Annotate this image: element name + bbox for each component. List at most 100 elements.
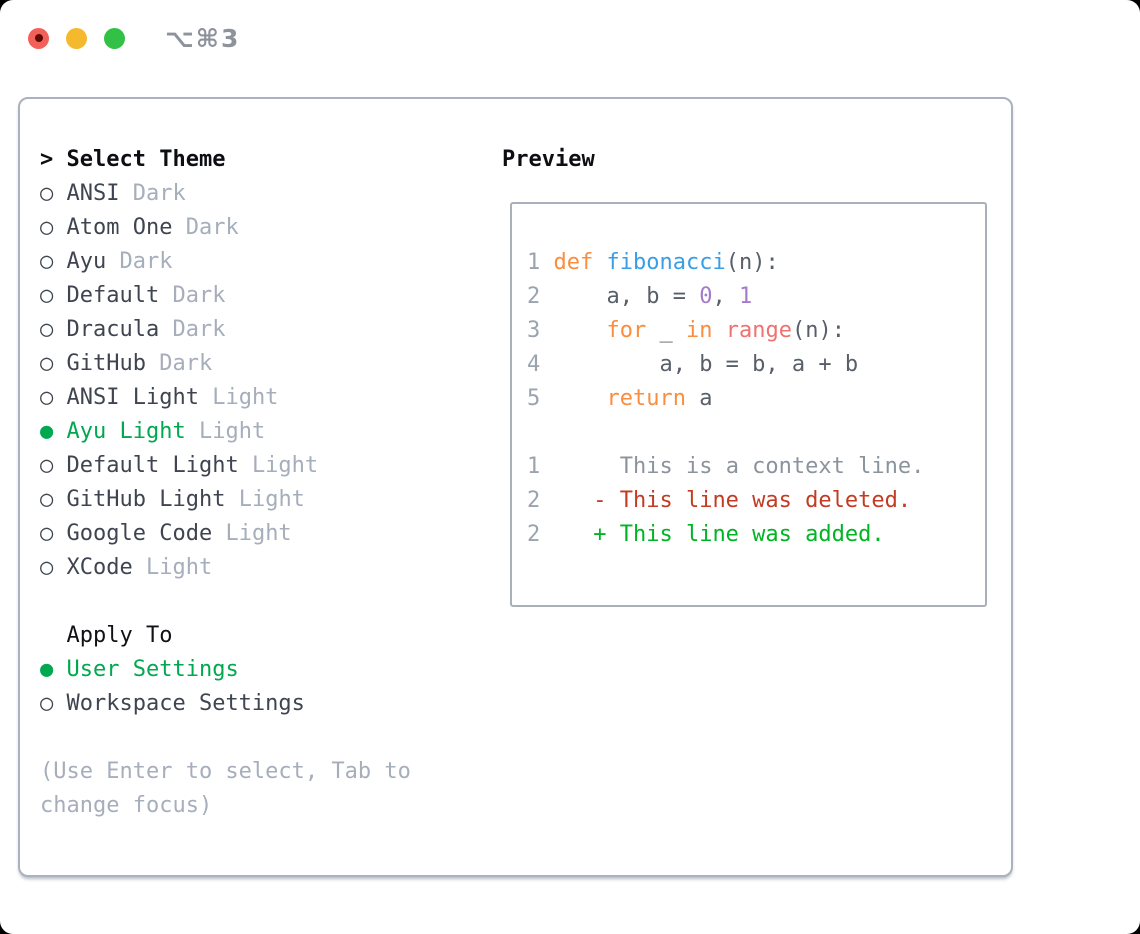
spacer [40,585,411,619]
theme-name: Google Code [66,521,213,546]
code-token: def [553,250,594,275]
radio-icon: ○ [40,487,54,512]
radio-icon: ○ [40,691,54,716]
code-token: 2 [527,284,541,309]
theme-list: ○ ANSI Dark○ Atom One Dark○ Ayu Dark○ De… [40,177,411,585]
theme-name: ANSI [66,181,120,206]
theme-option-default[interactable]: ○ Default Dark [40,279,411,313]
theme-option-ansi[interactable]: ○ ANSI Dark [40,177,411,211]
theme-option-ayu-light[interactable]: ● Ayu Light Light [40,415,411,449]
code-token [540,250,553,275]
theme-option-ayu[interactable]: ○ Ayu Dark [40,245,411,279]
theme-variant-tag: Dark [185,215,239,240]
theme-option-ansi-light[interactable]: ○ ANSI Light Light [40,381,411,415]
select-theme-header: > Select Theme [40,143,411,177]
prompt-caret-icon: > [40,147,67,172]
code-token: 4 [527,352,541,377]
theme-variant-tag: Light [238,487,305,512]
window-title: ⌥⌘3 [165,23,241,53]
preview-code-line-2: 2 a, b = 0, 1 [527,280,985,314]
preview-title: Preview [502,147,595,172]
preview-code-line-8: 2 - This line was deleted. [527,484,985,518]
close-button[interactable] [28,27,49,49]
theme-name: Atom One [66,215,173,240]
titlebar: ⌥⌘3 [28,23,241,53]
theme-name: Default Light [66,453,239,478]
theme-variant-tag: Light [198,419,266,444]
code-token: 1 [738,284,753,309]
theme-variant-tag: Light [251,453,319,478]
radio-icon: ○ [40,317,54,342]
radio-icon: ○ [40,181,54,206]
code-token: 2 [527,522,541,547]
preview-code-line-6 [527,416,985,450]
theme-option-atom-one[interactable]: ○ Atom One Dark [40,211,411,245]
preview-code-line-1: 1 def fibonacci(n): [527,246,985,280]
apply-to-list: ● User Settings○ Workspace Settings [40,653,411,721]
radio-icon: ○ [40,283,54,308]
theme-name: Ayu [66,249,107,274]
theme-name: GitHub Light [66,487,226,512]
code-token [712,318,725,343]
code-token: fibonacci [606,250,726,275]
theme-option-default-light[interactable]: ○ Default Light Light [40,449,411,483]
theme-option-google-code[interactable]: ○ Google Code Light [40,517,411,551]
preview-code-line-9: 2 + This line was added. [527,518,985,552]
theme-name: Ayu Light [66,419,186,444]
code-token: 1 [527,454,541,479]
code-token: range [725,318,792,343]
theme-name: XCode [66,555,133,580]
radio-icon: ○ [40,351,54,376]
code-token: 1 [527,250,541,275]
theme-name: ANSI Light [66,385,199,410]
code-token [540,488,593,513]
theme-variant-tag: Light [225,521,292,546]
apply-option-label: Workspace Settings [66,691,305,716]
theme-option-dracula[interactable]: ○ Dracula Dark [40,313,411,347]
code-token: a, b = [540,284,700,309]
radio-icon: ○ [40,249,54,274]
apply-to-header: Apply To [66,623,173,648]
select-theme-title: Select Theme [66,147,226,172]
theme-variant-tag: Dark [172,283,226,308]
theme-variant-tag: Dark [119,249,173,274]
apply-option-user-settings[interactable]: ● User Settings [40,653,411,687]
code-token: return [606,386,686,411]
code-token: for [606,318,647,343]
code-token [540,318,606,343]
preview-code-line-3: 3 for _ in range(n): [527,314,985,348]
theme-name: Default [66,283,160,308]
radio-selected-icon: ● [40,657,54,682]
code-token: 0 [699,284,713,309]
theme-variant-tag: Light [212,385,279,410]
theme-name: Dracula [66,317,160,342]
theme-option-xcode[interactable]: ○ XCode Light [40,551,411,585]
code-token: + This line was added. [593,522,885,547]
radio-icon: ○ [40,453,54,478]
minimize-button[interactable] [66,27,87,49]
theme-option-github[interactable]: ○ GitHub Dark [40,347,411,381]
code-token [540,386,606,411]
code-token [540,454,619,479]
radio-icon: ○ [40,521,54,546]
radio-selected-icon: ● [40,419,54,444]
code-token: 2 [527,488,541,513]
code-token: (n): [725,250,779,275]
code-token [540,522,593,547]
zoom-button[interactable] [104,27,125,49]
code-token: _ [646,318,686,343]
preview-code-line-4: 4 a, b = b, a + b [527,348,985,382]
theme-variant-tag: Dark [132,181,186,206]
preview-code-line-7: 1 This is a context line. [527,450,985,484]
theme-option-github-light[interactable]: ○ GitHub Light Light [40,483,411,517]
code-token: , [712,284,739,309]
apply-option-label: User Settings [66,657,239,682]
theme-variant-tag: Dark [159,351,213,376]
apply-option-workspace-settings[interactable]: ○ Workspace Settings [40,687,411,721]
keyboard-hint-line-1: (Use Enter to select, Tab to [40,759,411,784]
keyboard-hint-line-2: change focus) [40,793,213,818]
theme-variant-tag: Dark [172,317,226,342]
preview-code-line-5: 5 return a [527,382,985,416]
